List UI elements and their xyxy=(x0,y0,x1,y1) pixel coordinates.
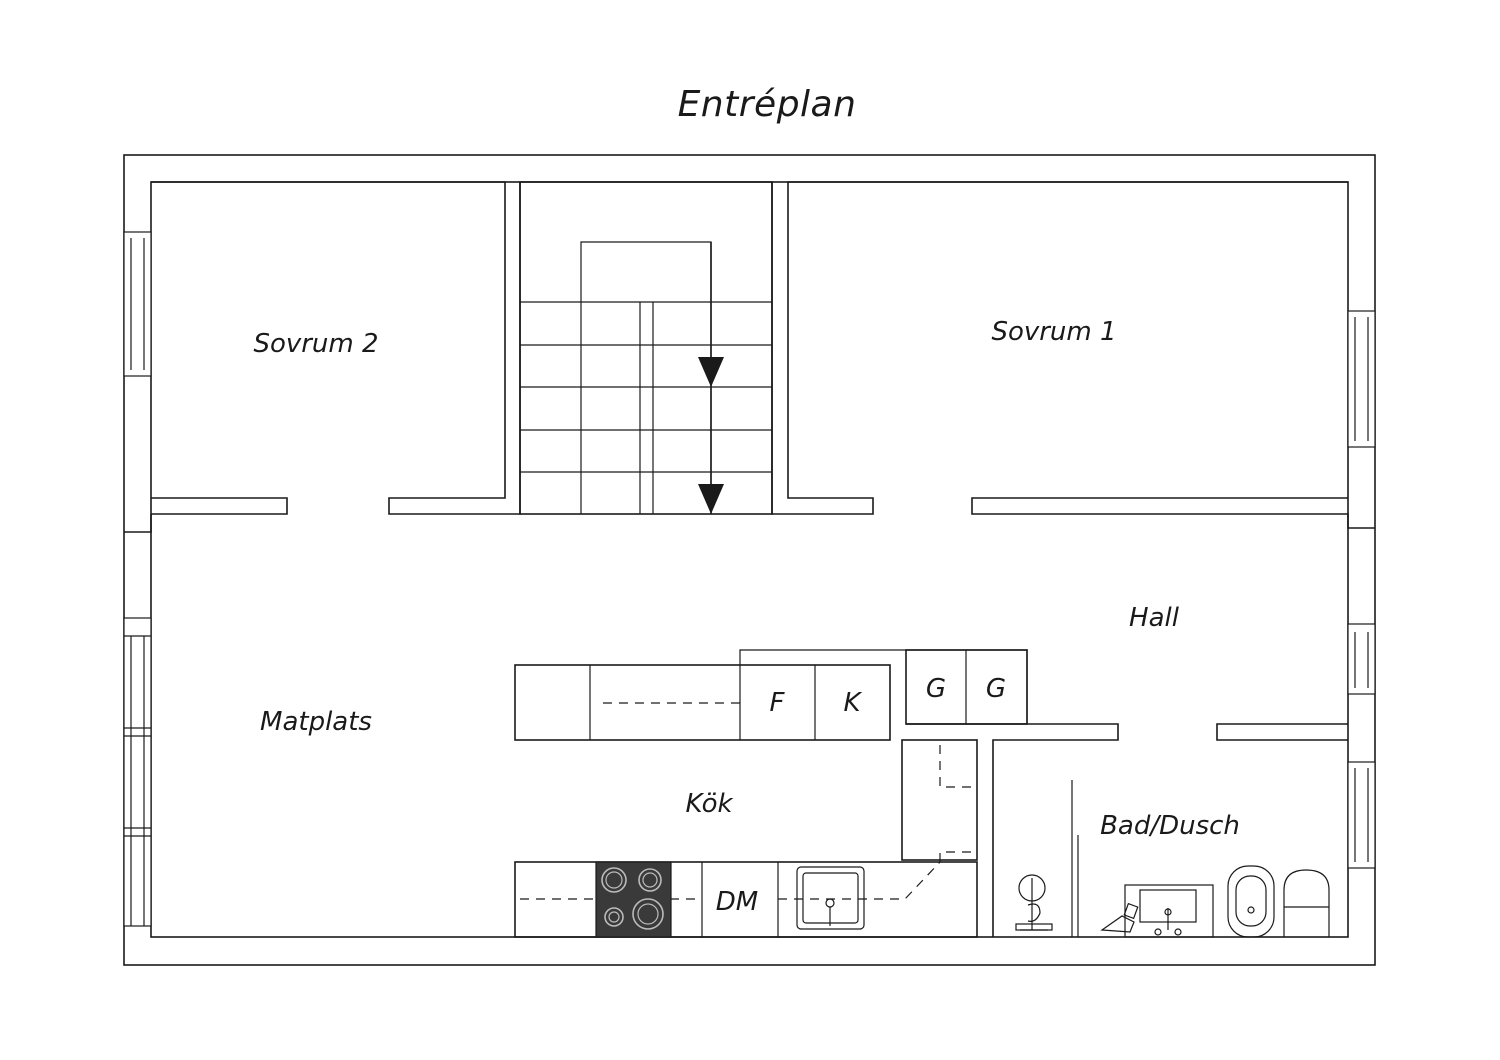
wardrobe-label: G xyxy=(986,674,1006,704)
wardrobe-label: G xyxy=(926,674,946,704)
room-label-sovrum2: Sovrum 2 xyxy=(253,329,378,359)
room-label-hall: Hall xyxy=(1129,603,1180,633)
kitchen-lower-counter xyxy=(514,739,978,938)
room-label-kok: Kök xyxy=(685,789,733,819)
appliance-label-dishwasher: DM xyxy=(716,887,758,917)
window-icon xyxy=(1347,623,1376,695)
sovrum1-walls xyxy=(771,181,1375,529)
toilet-icon xyxy=(1283,869,1330,937)
window-icon xyxy=(123,617,152,927)
outer-walls xyxy=(123,154,1376,966)
window-icon xyxy=(123,231,152,377)
kitchen-sink-icon xyxy=(796,866,865,930)
window-icon xyxy=(1347,761,1376,869)
plan-title: Entréplan xyxy=(677,84,857,125)
bidet-icon xyxy=(1227,865,1275,938)
room-label-sovrum1: Sovrum 1 xyxy=(991,317,1116,347)
stair-arrow-icon xyxy=(698,484,724,514)
bathroom-sink-icon xyxy=(1100,884,1214,938)
room-label-matplats: Matplats xyxy=(260,707,372,737)
washing-machine-icon xyxy=(1015,874,1053,931)
room-label-bad: Bad/Dusch xyxy=(1100,811,1240,841)
stairwell xyxy=(519,181,773,515)
appliance-label-fridge: F xyxy=(770,688,786,718)
window-icon xyxy=(1347,310,1376,448)
stove-icon xyxy=(595,861,672,938)
stair-arrow-icon xyxy=(698,357,724,387)
hall-walls xyxy=(906,723,1348,937)
appliance-label-freezer: K xyxy=(843,688,862,718)
